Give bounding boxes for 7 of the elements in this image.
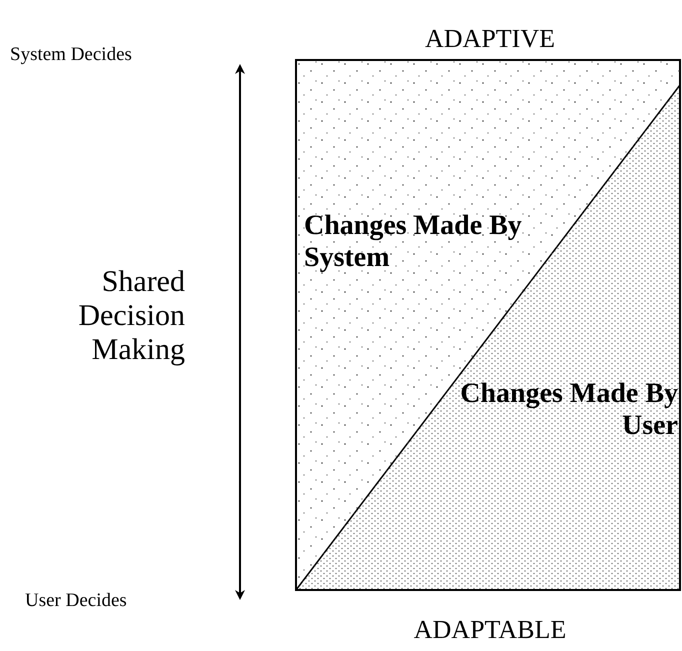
region-label: Changes Made By User — [459, 378, 678, 442]
heading-label: ADAPTABLE — [414, 615, 566, 644]
heading-label: ADAPTIVE — [425, 24, 555, 53]
axis-label: User Decides — [25, 590, 127, 612]
axis-label: Shared Decision Making — [77, 265, 185, 367]
axis-label: System Decides — [10, 44, 132, 66]
region-label: Changes Made By System — [304, 210, 523, 274]
